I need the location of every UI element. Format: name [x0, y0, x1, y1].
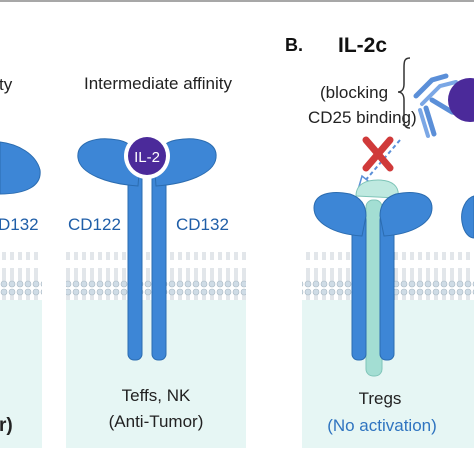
complex-il2-icon	[448, 78, 474, 122]
middle-header: Intermediate affinity	[84, 74, 233, 93]
treg-cd122-receptor	[313, 192, 367, 361]
left-header-fragment: ty	[0, 75, 13, 94]
cd132-label: CD132	[176, 215, 229, 234]
right-panel: B. IL-2c (blocking CD25 binding)	[285, 34, 474, 448]
middle-effect-line: (Anti-Tumor)	[109, 412, 204, 431]
panel-b-label: B.	[285, 35, 303, 55]
complex-brace	[397, 57, 411, 129]
right-effect-line: (No activation)	[327, 416, 437, 435]
left-cd132-fragment: D132	[0, 215, 39, 234]
cd132-receptor	[151, 138, 217, 361]
left-panel: ty D132 r)	[0, 75, 42, 448]
middle-panel: Intermediate affinity IL-2 CD122 CD132 T…	[66, 74, 246, 448]
il2c-title: IL-2c	[338, 34, 387, 57]
right-cells-line: Tregs	[359, 389, 402, 408]
middle-cells-line: Teffs, NK	[122, 386, 191, 405]
treg-cd132-receptor	[379, 192, 433, 361]
left-receptor-head	[0, 141, 41, 195]
edge-receptor-fragment	[461, 195, 474, 239]
il2c-desc-line2: CD25 binding)	[308, 108, 417, 127]
il2-ligand-label: IL-2	[134, 149, 160, 166]
block-x-icon	[362, 136, 394, 172]
il2-ligand	[128, 137, 166, 175]
left-membrane	[0, 252, 42, 300]
il2c-desc-line1: (blocking	[320, 83, 388, 102]
left-cytoplasm	[0, 300, 42, 448]
left-bottom-fragment: r)	[0, 415, 13, 436]
cd122-label: CD122	[68, 215, 121, 234]
